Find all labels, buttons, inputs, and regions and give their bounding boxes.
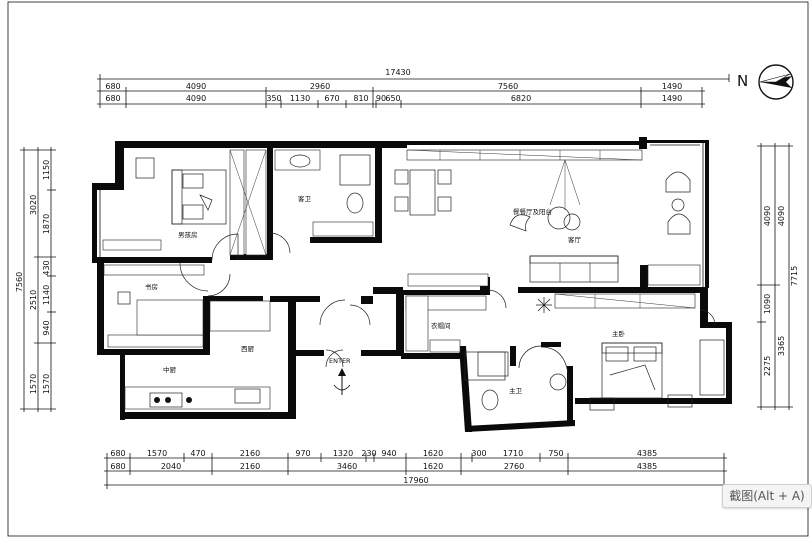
room-labels: 男孩房 客卫 餐餐厅及阳台 客厅 书房 西厨 中厨 衣帽间 主卧 主卫 ENTE… [145, 194, 626, 395]
dim-label: 2160 [240, 449, 260, 458]
dim-label: 680 [105, 94, 120, 103]
dim-label: 4090 [186, 94, 206, 103]
room-label-west-kitchen: 西厨 [241, 345, 255, 353]
dim-left-row1: 1150 1870 430 1140 940 1570 [42, 160, 51, 394]
dim-label: 2960 [310, 82, 330, 91]
dim-label: 810 [353, 94, 368, 103]
room-label-living: 客厅 [568, 235, 582, 244]
dim-label: 1320 [333, 449, 353, 458]
walls [92, 137, 732, 432]
dim-label: 4385 [637, 449, 657, 458]
inner-lines [95, 143, 730, 412]
dim-label: 2760 [504, 462, 524, 471]
north-arrow-icon [758, 64, 794, 100]
dim-label: 940 [381, 449, 396, 458]
dim-right-row1: 4090 1090 2275 [763, 206, 772, 376]
dim-label: 2510 [29, 290, 38, 310]
dim-label: 750 [548, 449, 563, 458]
top-dimension-lines [97, 74, 730, 108]
dim-label: 350 [266, 94, 281, 103]
dim-label: 1570 [29, 374, 38, 394]
dim-label: 2275 [763, 356, 772, 376]
dim-label: 1090 [763, 294, 772, 314]
dim-label: 1870 [42, 214, 51, 234]
dim-label: 3460 [337, 462, 357, 471]
drawing-frame [7, 1, 809, 537]
dim-label: 650 [385, 94, 400, 103]
dim-top-row1: 680 4090 2960 7560 1490 [105, 82, 682, 91]
dim-label: 6820 [511, 94, 531, 103]
screenshot-hint-badge[interactable]: 截图(Alt + A) [722, 484, 812, 508]
dim-label: 680 [110, 449, 125, 458]
dim-label: 90 [376, 94, 386, 103]
dim-label: 1490 [662, 82, 682, 91]
dim-label: 1710 [503, 449, 523, 458]
dim-label: 3020 [29, 195, 38, 215]
dim-label: 940 [42, 320, 51, 335]
dim-label: 7560 [498, 82, 518, 91]
room-label-kitchen: 中厨 [163, 365, 177, 374]
dim-bottom-overall: 17960 [403, 476, 428, 485]
dim-label: 4090 [186, 82, 206, 91]
dim-label: 1570 [147, 449, 167, 458]
dim-label: 1570 [42, 374, 51, 394]
dim-label: 4090 [763, 206, 772, 226]
cabinets [102, 149, 701, 410]
dim-left-overall: 7560 [15, 272, 24, 292]
dim-top-row2: 680 4090 350 1130 670 810 90 650 6820 14… [105, 94, 682, 103]
compass-label: N [737, 72, 748, 90]
plant-icon [536, 297, 552, 313]
dim-right-row2: 4090 3365 [777, 206, 786, 356]
room-label-study: 书房 [145, 282, 158, 291]
dim-label: 680 [110, 462, 125, 471]
dim-label: 300 [471, 449, 486, 458]
furniture [117, 154, 725, 411]
dim-bottom-row1: 680 1570 470 2160 970 1320 230 940 1620 … [110, 449, 657, 458]
right-dimension-lines [757, 143, 793, 410]
room-label-master-bath: 主卫 [509, 386, 523, 395]
dim-label: 670 [324, 94, 339, 103]
room-label-closet: 衣帽间 [431, 321, 451, 330]
dim-label: 1620 [423, 462, 443, 471]
dim-label: 1130 [290, 94, 310, 103]
dim-label: 430 [42, 260, 51, 275]
room-label-guest-bath: 客卫 [298, 194, 312, 203]
dim-label: 680 [105, 82, 120, 91]
stove-icon [149, 392, 192, 408]
left-dimension-lines [20, 147, 56, 412]
dim-label: 2160 [240, 462, 260, 471]
room-label-master-bedroom: 主卧 [612, 329, 626, 338]
dim-label: 3365 [777, 336, 786, 356]
dim-label: 2040 [161, 462, 181, 471]
dim-label: 4385 [637, 462, 657, 471]
dim-left-row2: 3020 2510 1570 [29, 195, 38, 394]
dim-label: 4090 [777, 206, 786, 226]
dim-label: 1150 [42, 160, 51, 180]
dim-label: 1620 [423, 449, 443, 458]
room-label-dining-balcony: 餐餐厅及阳台 [513, 207, 552, 216]
dim-label: 1490 [662, 94, 682, 103]
dim-label: 1140 [42, 285, 51, 305]
door-swings [179, 232, 716, 369]
room-label-boys-room: 男孩房 [178, 230, 198, 239]
room-label-entrance: ENTER [329, 357, 351, 365]
dim-label: 470 [190, 449, 205, 458]
dim-top-overall: 17430 [385, 68, 410, 77]
bottom-dimension-lines [104, 453, 727, 489]
entrance-arrow-icon [333, 368, 351, 395]
dim-bottom-row2: 680 2040 2160 3460 1620 2760 4385 [110, 462, 657, 471]
dim-label: 230 [361, 449, 376, 458]
dim-right-overall: 7715 [790, 266, 799, 286]
dim-label: 970 [295, 449, 310, 458]
